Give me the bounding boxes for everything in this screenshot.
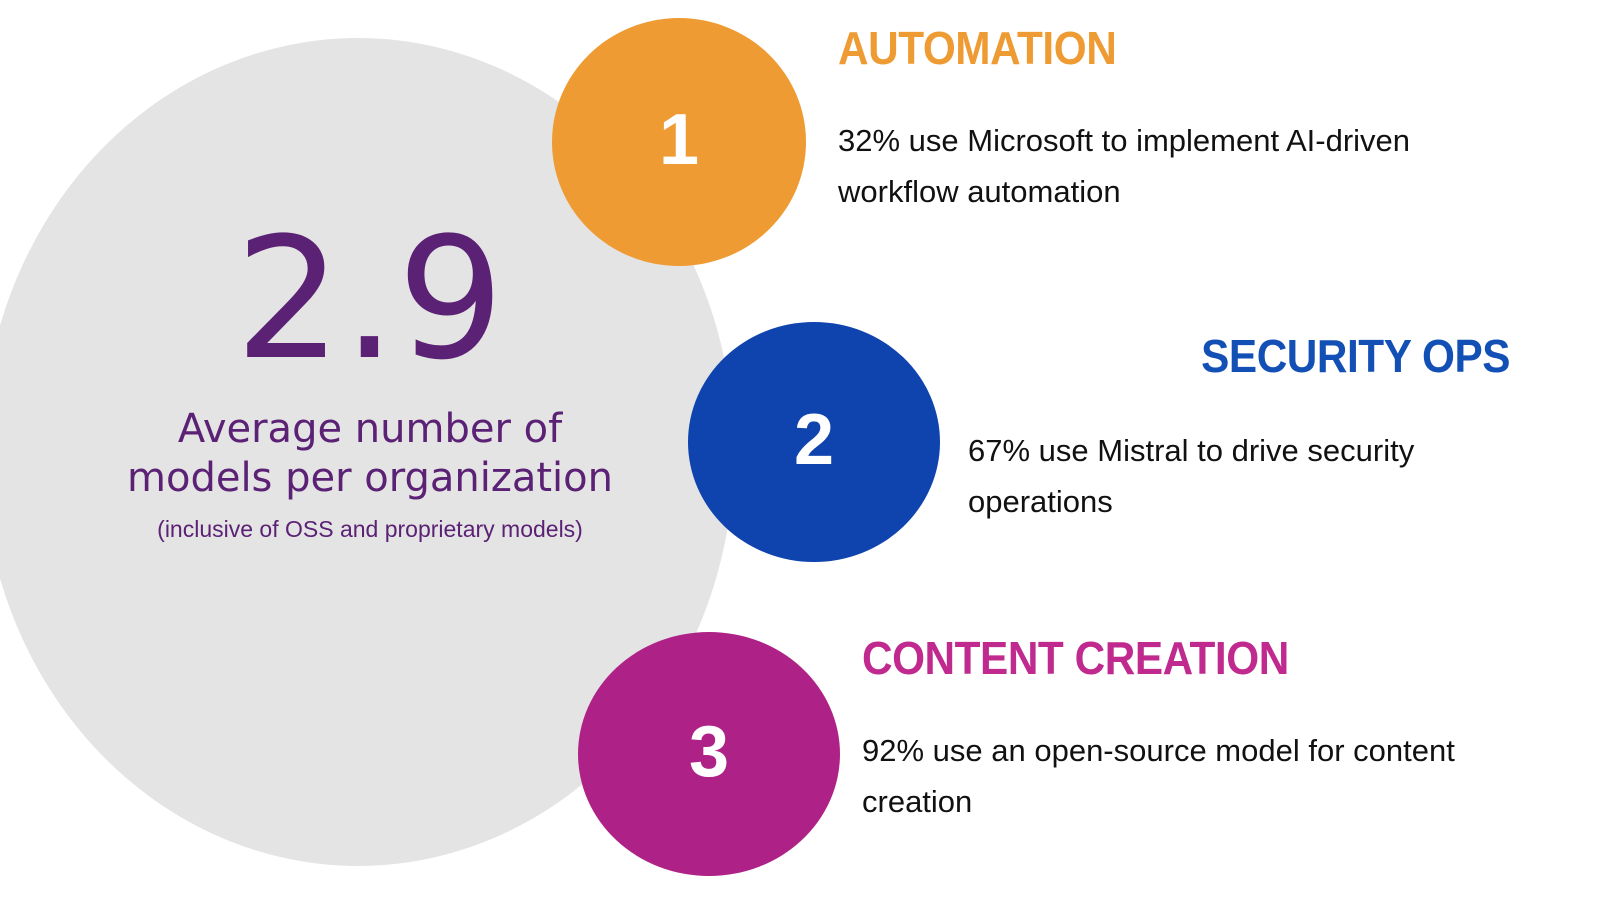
item-automation-body: 32% use Microsoft to implement AI-driven… [838, 123, 1411, 209]
number-circle-3-label: 3 [688, 712, 730, 792]
item-security-ops-body: 67% use Mistral to drive security operat… [968, 433, 1415, 519]
item-content-creation-body: 92% use an open-source model for content… [862, 733, 1455, 819]
number-circle-1: 1 [552, 18, 806, 266]
stat-value: 2.9 [234, 201, 506, 397]
item-security-ops-heading: SECURITY OPS [1201, 330, 1510, 382]
stat-sublabel: (inclusive of OSS and proprietary models… [157, 515, 583, 542]
stat-block: 2.9 Average number of models per organiz… [120, 215, 620, 543]
number-circle-3: 3 [578, 632, 840, 876]
item-content-creation: CONTENT CREATION 92% use an open-source … [862, 634, 1482, 827]
stat-label: Average number of models per organizatio… [127, 406, 613, 501]
number-circle-1-label: 1 [658, 100, 700, 180]
number-circle-2-label: 2 [793, 400, 835, 480]
item-content-creation-heading: CONTENT CREATION [862, 632, 1289, 684]
item-security-ops: SECURITY OPS 67% use Mistral to drive se… [900, 332, 1510, 527]
number-circle-2: 2 [688, 322, 940, 562]
item-automation: AUTOMATION 32% use Microsoft to implemen… [838, 24, 1438, 217]
item-automation-heading: AUTOMATION [838, 22, 1117, 74]
